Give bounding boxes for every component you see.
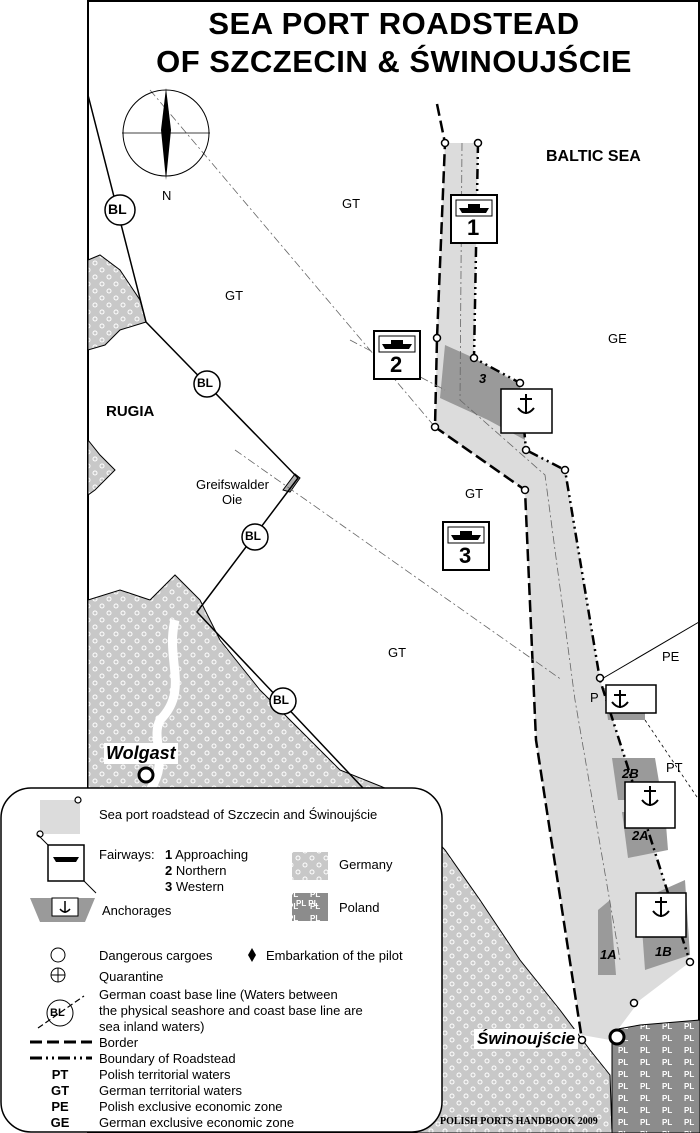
zone-code-ge: GE xyxy=(608,331,627,346)
bl-label: BL xyxy=(197,376,213,390)
legend-fairway-row: 3 Western xyxy=(165,879,224,894)
legend-zone-name: Polish exclusive economic zone xyxy=(99,1099,283,1114)
legend-germany: Germany xyxy=(339,857,393,872)
legend-quarantine: Quarantine xyxy=(99,969,164,984)
legend-bl-text: BL xyxy=(50,1007,65,1019)
legend-baseline-line1: German coast base line (Waters between xyxy=(99,987,338,1002)
legend-fairway-num: 1 xyxy=(165,847,173,862)
anchorage-label: 1A xyxy=(600,947,617,962)
page-title-line1: SEA PORT ROADSTEAD xyxy=(208,6,580,41)
swinoujscie-label: Świnoujście xyxy=(474,1029,579,1049)
anchorage-label: 1B xyxy=(655,944,672,959)
legend-box xyxy=(0,787,443,1133)
legend-poland-swatch xyxy=(292,893,328,921)
legend-fairway-num: 3 xyxy=(165,879,173,894)
zone-code-gt: GT xyxy=(388,645,407,660)
zone-code-gt: GT xyxy=(342,196,361,211)
legend-zone-code: PE xyxy=(51,1099,69,1114)
fairway-sign-3 xyxy=(442,521,490,571)
page-title-line2: OF SZCZECIN & ŚWINOUJŚCIE xyxy=(156,44,632,79)
anchorage-label: 2A xyxy=(632,828,649,843)
legend-fairway-name: Approaching xyxy=(175,847,249,862)
fairway-sign-number: 2 xyxy=(390,352,403,377)
poland-land xyxy=(611,1019,700,1133)
legend-border: Border xyxy=(99,1035,139,1050)
legend-zone-name: German exclusive economic zone xyxy=(99,1115,295,1130)
zone-code-p: P xyxy=(590,690,599,705)
swinoujscie-city-icon xyxy=(608,1028,626,1046)
anchorage-1a xyxy=(598,900,616,975)
legend-fairway-row: 2 Northern xyxy=(165,863,226,878)
pilot-icon xyxy=(248,948,256,962)
legend-fairway-name: Western xyxy=(175,879,225,894)
legend-zone-name: German territorial waters xyxy=(99,1083,243,1098)
baltic-sea-label: BALTIC SEA xyxy=(546,148,641,165)
zone-code-gt: GT xyxy=(225,288,244,303)
bl-marker xyxy=(193,370,221,398)
anchorage-label: 3 xyxy=(479,371,487,386)
zone-code-pe: PE xyxy=(662,649,680,664)
legend-poland: Poland xyxy=(339,900,380,915)
bl-marker xyxy=(104,194,136,226)
eez-boundary-2 xyxy=(644,719,700,801)
legend-fairway-row: 1 Approaching xyxy=(165,847,248,862)
anchor-icon xyxy=(517,394,670,917)
legend-zone-code: GT xyxy=(50,1083,70,1098)
legend-fairway-num: 2 xyxy=(165,863,173,878)
legend-boundary: Boundary of Roadstead xyxy=(99,1051,236,1066)
legend-fairway-icon xyxy=(37,834,97,894)
fairway-sign-number: 1 xyxy=(467,215,480,240)
waypoints xyxy=(430,138,695,1045)
fairway-sign-number: 3 xyxy=(459,543,472,568)
legend-poland-pattern-text: PL PL xyxy=(296,899,319,908)
zone-code-pt: PT xyxy=(666,760,683,775)
legend-zone-code: GE xyxy=(50,1115,70,1130)
bl-marker xyxy=(241,523,269,551)
legend-anchorages: Anchorages xyxy=(102,903,172,918)
baseline-markers xyxy=(104,194,297,715)
wolgast-city-icon xyxy=(137,766,155,784)
bl-label: BL xyxy=(108,201,127,217)
legend-germany-swatch xyxy=(292,852,328,880)
legend-roadstead-swatch xyxy=(40,800,80,834)
zone-code-gt: GT xyxy=(465,486,484,501)
legend-baseline-line2: the physical seashore and coast base lin… xyxy=(99,1003,363,1018)
bl-marker xyxy=(269,687,297,715)
compass-rose-icon xyxy=(122,88,210,180)
credit-line: POLISH PORTS HANDBOOK 2009 xyxy=(440,1116,598,1127)
legend-baseline-line3: sea inland waters) xyxy=(99,1019,205,1034)
rugia-label: RUGIA xyxy=(106,403,155,420)
legend-roadstead: Sea port roadstead of Szczecin and Świno… xyxy=(99,807,378,822)
compass-north-label: N xyxy=(162,188,172,203)
legend-pilot: Embarkation of the pilot xyxy=(266,948,403,963)
bl-label: BL xyxy=(245,529,261,543)
legend-fairways-label: Fairways: xyxy=(99,847,155,862)
rugia-land-south xyxy=(87,438,116,496)
eez-boundary xyxy=(599,621,700,681)
wolgast-label: Wolgast xyxy=(104,743,178,764)
bl-label: BL xyxy=(273,693,289,707)
coast-base-line xyxy=(87,94,396,823)
legend-zone-code: PT xyxy=(51,1067,69,1082)
dangerous-cargo-icon xyxy=(50,947,66,963)
legend-dangerous-cargoes: Dangerous cargoes xyxy=(99,948,213,963)
fairway-sign-1 xyxy=(450,194,498,244)
legend-bl-icon xyxy=(46,999,74,1027)
legend-zone-name: Polish territorial waters xyxy=(99,1067,231,1082)
greifswalder-label: Greifswalder xyxy=(196,477,269,492)
fairway-sign-2 xyxy=(373,330,421,380)
legend-anchorage-icon xyxy=(30,897,95,922)
oie-label: Oie xyxy=(222,492,243,507)
legend-fairway-name: Northern xyxy=(175,863,227,878)
anchorage-label: 2B xyxy=(622,766,639,781)
